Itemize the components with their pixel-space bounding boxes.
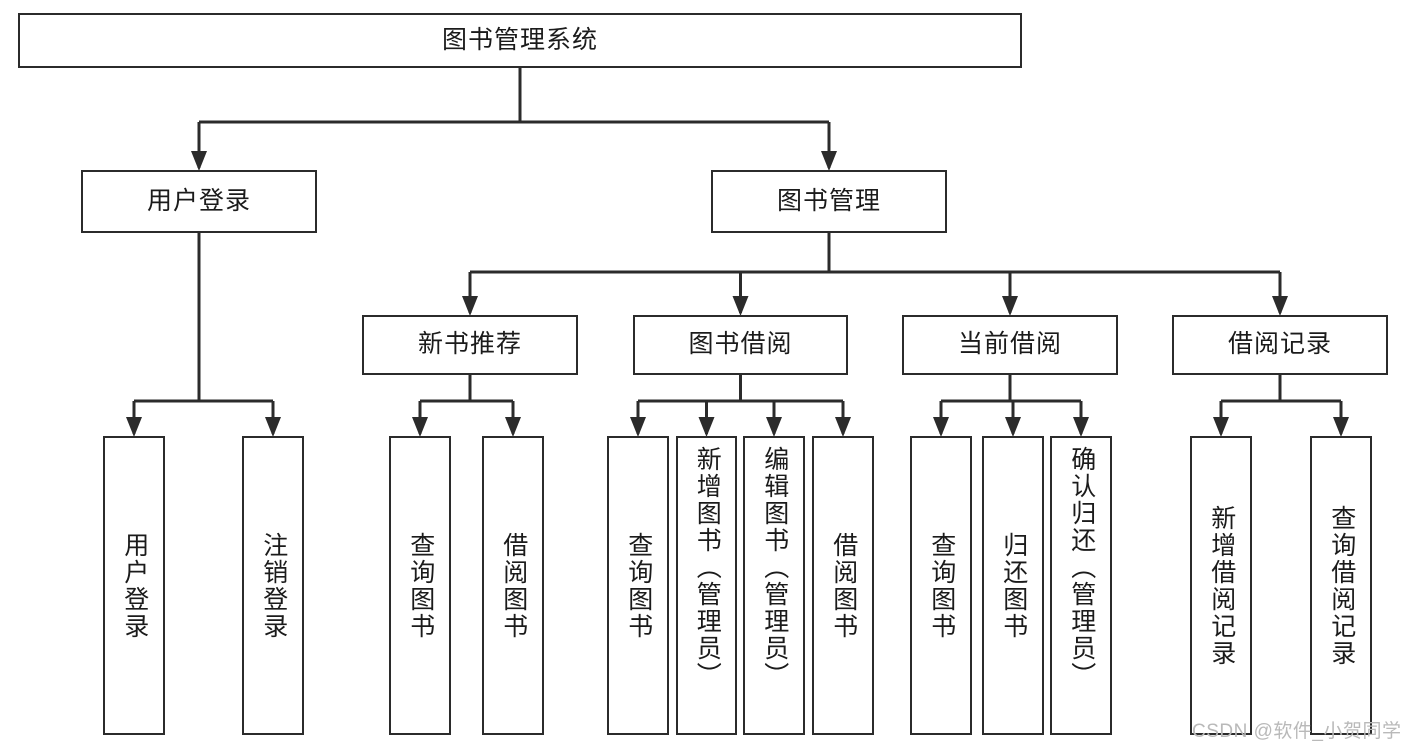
node-user-login: 用户登录	[81, 170, 317, 233]
node-label: 新增借阅记录	[1207, 504, 1236, 667]
node-new-book-rec: 新书推荐	[362, 315, 578, 375]
node-book-manage: 图书管理	[711, 170, 947, 233]
node-leaf-add-book: 新增图书（管理员）	[676, 436, 737, 735]
node-leaf-query-book-1: 查询图书	[389, 436, 451, 735]
node-borrow-record: 借阅记录	[1172, 315, 1388, 375]
node-label: 用户登录	[120, 531, 149, 640]
node-leaf-logout: 注销登录	[242, 436, 304, 735]
node-label: 注销登录	[259, 531, 288, 640]
node-label: 查询图书	[927, 531, 956, 640]
node-label: 归还图书	[999, 531, 1028, 640]
node-label: 借阅记录	[1227, 330, 1332, 359]
node-label: 新书推荐	[417, 330, 522, 359]
node-label: 新增图书（管理员）	[693, 446, 722, 689]
node-leaf-add-record: 新增借阅记录	[1190, 436, 1252, 735]
node-root: 图书管理系统	[18, 13, 1022, 68]
node-book-borrow: 图书借阅	[633, 315, 848, 375]
watermark-text: CSDN @软件_小贺同学	[1192, 721, 1402, 742]
node-leaf-query-record: 查询借阅记录	[1310, 436, 1372, 735]
node-current-borrow: 当前借阅	[902, 315, 1118, 375]
node-leaf-confirm-return: 确认归还（管理员）	[1050, 436, 1112, 735]
node-label: 当前借阅	[957, 330, 1062, 359]
node-label: 确认归还（管理员）	[1067, 446, 1096, 689]
node-label: 图书管理系统	[441, 25, 598, 54]
node-label: 图书借阅	[688, 330, 793, 359]
node-label: 查询图书	[406, 531, 435, 640]
node-leaf-user-login: 用户登录	[103, 436, 165, 735]
node-leaf-borrow-book-2: 借阅图书	[812, 436, 874, 735]
node-leaf-edit-book: 编辑图书（管理员）	[743, 436, 805, 735]
node-label: 用户登录	[146, 186, 251, 215]
node-leaf-borrow-book-1: 借阅图书	[482, 436, 544, 735]
node-label: 借阅图书	[499, 531, 528, 640]
node-label: 编辑图书（管理员）	[760, 446, 789, 689]
node-label: 图书管理	[776, 186, 881, 215]
node-leaf-query-book-3: 查询图书	[910, 436, 972, 735]
node-label: 借阅图书	[829, 531, 858, 640]
node-label: 查询借阅记录	[1327, 504, 1356, 667]
node-leaf-query-book-2: 查询图书	[607, 436, 669, 735]
node-leaf-return-book: 归还图书	[982, 436, 1044, 735]
node-label: 查询图书	[624, 531, 653, 640]
